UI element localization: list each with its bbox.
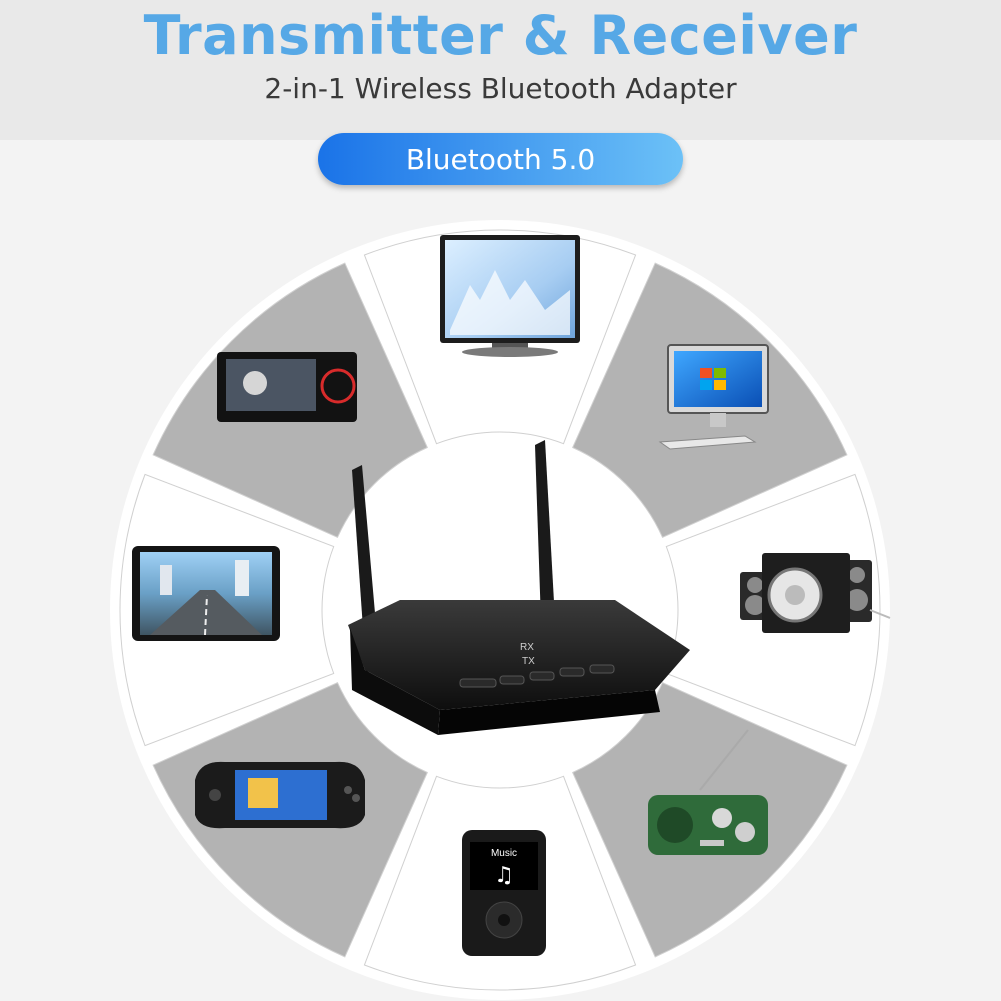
mp3-screen-label: Music (491, 848, 517, 859)
bluetooth-version-badge: Bluetooth 5.0 (318, 133, 683, 185)
game-console-icon (195, 761, 365, 829)
computer-monitor-icon (658, 344, 769, 450)
tablet-icon (132, 546, 280, 641)
music-note-icon: ♫ (494, 863, 514, 888)
music-player-icon: Music ♫ (462, 830, 546, 956)
tx-label: TX (522, 656, 535, 667)
bluetooth-adapter-icon: RX TX (348, 440, 690, 735)
header-banner: Transmitter & Receiver 2-in-1 Wireless B… (0, 0, 1001, 140)
speaker-icon (740, 553, 891, 633)
page-title: Transmitter & Receiver (143, 4, 858, 67)
tv-icon (440, 235, 580, 357)
media-player-icon (217, 352, 357, 422)
page-subtitle: 2-in-1 Wireless Bluetooth Adapter (264, 72, 737, 105)
rx-label: RX (520, 642, 534, 653)
radio-icon (648, 729, 768, 855)
